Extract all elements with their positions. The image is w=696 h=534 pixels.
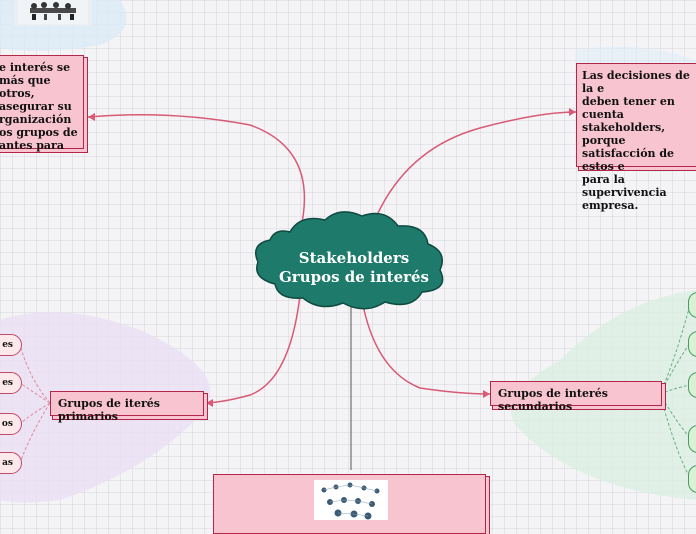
- secondary-child-5[interactable]: [688, 465, 696, 493]
- primary-child-3[interactable]: os: [0, 413, 22, 435]
- connector-top-right: [369, 111, 577, 233]
- center-title: Stakeholders Grupos de interés: [256, 249, 452, 287]
- node-secondary[interactable]: Grupos de interés secundarios: [490, 381, 662, 413]
- arrow-top-left: [88, 113, 95, 121]
- node-top-right-line-5: para la supervivencia: [582, 173, 667, 199]
- node-top-left-line-3: asegurar su: [0, 100, 72, 113]
- connector-secondary: [361, 299, 491, 395]
- node-top-right-line-2: deben tener en cuenta: [582, 95, 675, 121]
- secondary-child-1[interactable]: [688, 292, 696, 318]
- node-top-left-line-6: antes para: [0, 139, 64, 152]
- node-primary-label: Grupos de iterés primarios: [58, 397, 161, 423]
- primary-child-2[interactable]: es: [0, 372, 22, 394]
- arrow-top-right: [569, 108, 576, 116]
- primary-child-4[interactable]: as: [0, 452, 22, 474]
- node-primary[interactable]: Grupos de iterés primarios: [50, 391, 204, 423]
- center-cloud-shape: [255, 211, 444, 310]
- node-top-left-line-5: os grupos de: [0, 126, 78, 139]
- node-top-right-line-4: satisfacción de estos e: [582, 147, 675, 173]
- node-top-left-line-4: rganización: [0, 113, 72, 126]
- node-top-left[interactable]: e interés se más que otros, asegurar su …: [0, 55, 84, 152]
- secondary-child-2[interactable]: [688, 331, 696, 357]
- connector-top-left: [87, 114, 306, 233]
- primary-child-1[interactable]: es: [0, 334, 22, 356]
- arrow-primary: [206, 399, 213, 407]
- connector-primary: [205, 294, 301, 404]
- center-title-line-1: Stakeholders: [298, 249, 410, 267]
- center-cloud[interactable]: [0, 0, 696, 520]
- node-top-right[interactable]: Las decisiones de la e deben tener en cu…: [576, 63, 696, 212]
- office-meeting-image: [14, 0, 92, 26]
- arrow-secondary: [483, 390, 490, 398]
- node-top-right-line-6: empresa.: [582, 199, 639, 212]
- secondary-child-4[interactable]: [688, 425, 696, 453]
- node-secondary-label: Grupos de interés secundarios: [498, 387, 608, 413]
- node-top-left-line-2: más que otros,: [0, 74, 51, 100]
- people-network-image: [314, 480, 388, 520]
- node-top-right-line-3: stakeholders, porque: [582, 121, 666, 147]
- secondary-child-connectors: [659, 304, 691, 479]
- node-top-right-line-1: Las decisiones de la e: [582, 69, 690, 95]
- child-connectors: [19, 344, 51, 464]
- center-title-line-2: Grupos de interés: [279, 268, 429, 286]
- secondary-child-3[interactable]: [688, 372, 696, 398]
- node-top-left-line-1: e interés se: [0, 61, 71, 74]
